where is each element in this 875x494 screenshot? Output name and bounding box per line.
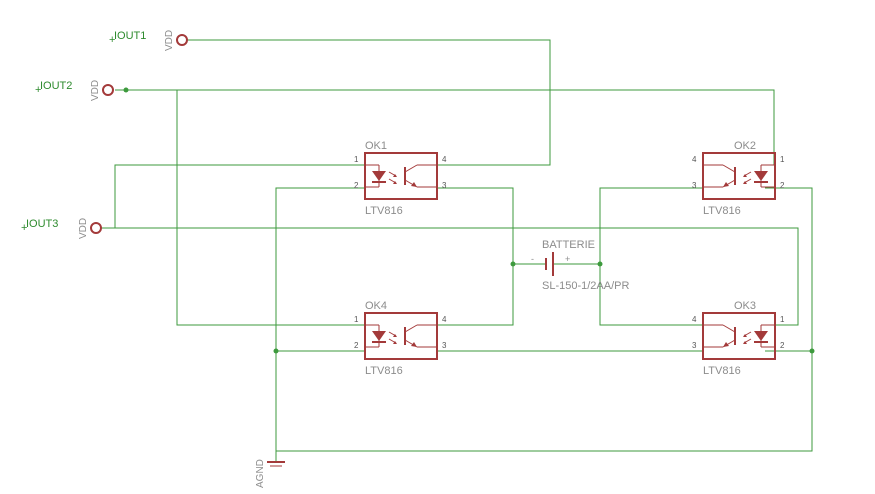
led-icon (372, 171, 386, 181)
optocoupler-body (702, 312, 776, 360)
junctions (123, 87, 815, 354)
wire-ok1-emitter (437, 187, 514, 326)
battery-plus-label: + (565, 254, 570, 264)
wire-ok2-cathode (276, 187, 813, 452)
net-marker: + (109, 34, 115, 46)
optocoupler-body (364, 312, 438, 360)
light-arrows-icon (388, 331, 397, 344)
part-name-ok1: OK1 (365, 140, 387, 152)
battery-value: SL-150-1/2AA/PR (542, 280, 629, 292)
pin-number: 1 (780, 155, 785, 164)
pin-number: 3 (692, 341, 697, 350)
pin-number: 2 (354, 181, 359, 190)
pin-number: 4 (692, 155, 697, 164)
net-label-iout2: IOUT2 (40, 80, 72, 92)
wires (102, 39, 813, 462)
part-value-ok1: LTV816 (365, 205, 403, 217)
agnd-symbol[interactable]: AGND (255, 459, 285, 488)
battery[interactable]: BATTERIE SL-150-1/2AA/PR - + (531, 239, 629, 292)
pin-number: 3 (442, 181, 447, 190)
part-name-ok3: OK3 (734, 300, 756, 312)
led-icon (754, 331, 768, 341)
net-label-iout1: IOUT1 (114, 30, 146, 42)
optocoupler-symbol (365, 324, 437, 348)
pin-number: 4 (442, 155, 447, 164)
supply-vdd1[interactable]: IOUT1 + VDD (109, 30, 188, 51)
vdd-connector-icon (90, 222, 102, 234)
pin-number: 3 (692, 181, 697, 190)
light-arrows-icon (743, 171, 752, 184)
junction-dot (510, 261, 516, 267)
led-icon (754, 171, 768, 181)
optocoupler-body (364, 152, 438, 200)
led-icon (372, 331, 386, 341)
part-name-ok4: OK4 (365, 300, 387, 312)
part-value-ok2: LTV816 (703, 205, 741, 217)
agnd-label: AGND (255, 459, 266, 488)
net-marker: + (21, 222, 27, 234)
pin-number: 1 (354, 155, 359, 164)
junction-dot (597, 261, 603, 267)
optocoupler-symbol (703, 164, 775, 188)
wire-vdd1 (188, 39, 551, 166)
pin-number: 4 (442, 315, 447, 324)
junction-dot (273, 348, 279, 354)
pin-number: 1 (780, 315, 785, 324)
wire-vdd3 (102, 227, 799, 326)
optocoupler-symbol (365, 164, 437, 188)
pin-number: 1 (354, 315, 359, 324)
wire-vdd2-down (176, 90, 365, 326)
light-arrows-icon (743, 331, 752, 344)
vdd-label: VDD (90, 80, 101, 101)
part-value-ok3: LTV816 (703, 365, 741, 377)
part-value-ok4: LTV816 (365, 365, 403, 377)
junction-dot (809, 348, 815, 354)
battery-minus-label: - (531, 254, 534, 264)
pin-number: 2 (780, 341, 785, 350)
optocoupler-body (702, 152, 776, 200)
battery-name: BATTERIE (542, 239, 595, 251)
supply-vdd2[interactable]: IOUT2 + VDD (35, 80, 114, 101)
net-marker: + (35, 84, 41, 96)
pin-number: 2 (354, 341, 359, 350)
part-name-ok2: OK2 (734, 140, 756, 152)
vdd-connector-icon (176, 34, 188, 46)
wire-vdd2-top (115, 89, 775, 166)
vdd-label: VDD (78, 218, 89, 239)
junction-dot (123, 87, 129, 93)
light-arrows-icon (388, 171, 397, 184)
net-label-iout3: IOUT3 (26, 218, 58, 230)
optocouplers: OK1LTV8161243OK4LTV8161243OK2LTV8164312O… (354, 140, 785, 377)
pin-number: 2 (780, 181, 785, 190)
vdd-label: VDD (164, 30, 175, 51)
wire-ok2-emitter (599, 187, 703, 326)
optocoupler-symbol (703, 324, 775, 348)
pin-number: 3 (442, 341, 447, 350)
vdd-connector-icon (102, 84, 114, 96)
supply-vdd3[interactable]: IOUT3 + VDD (21, 218, 102, 239)
pin-number: 4 (692, 315, 697, 324)
wire-vdd3-ok1 (114, 164, 365, 228)
wire-gnd-ok1 (275, 187, 365, 462)
